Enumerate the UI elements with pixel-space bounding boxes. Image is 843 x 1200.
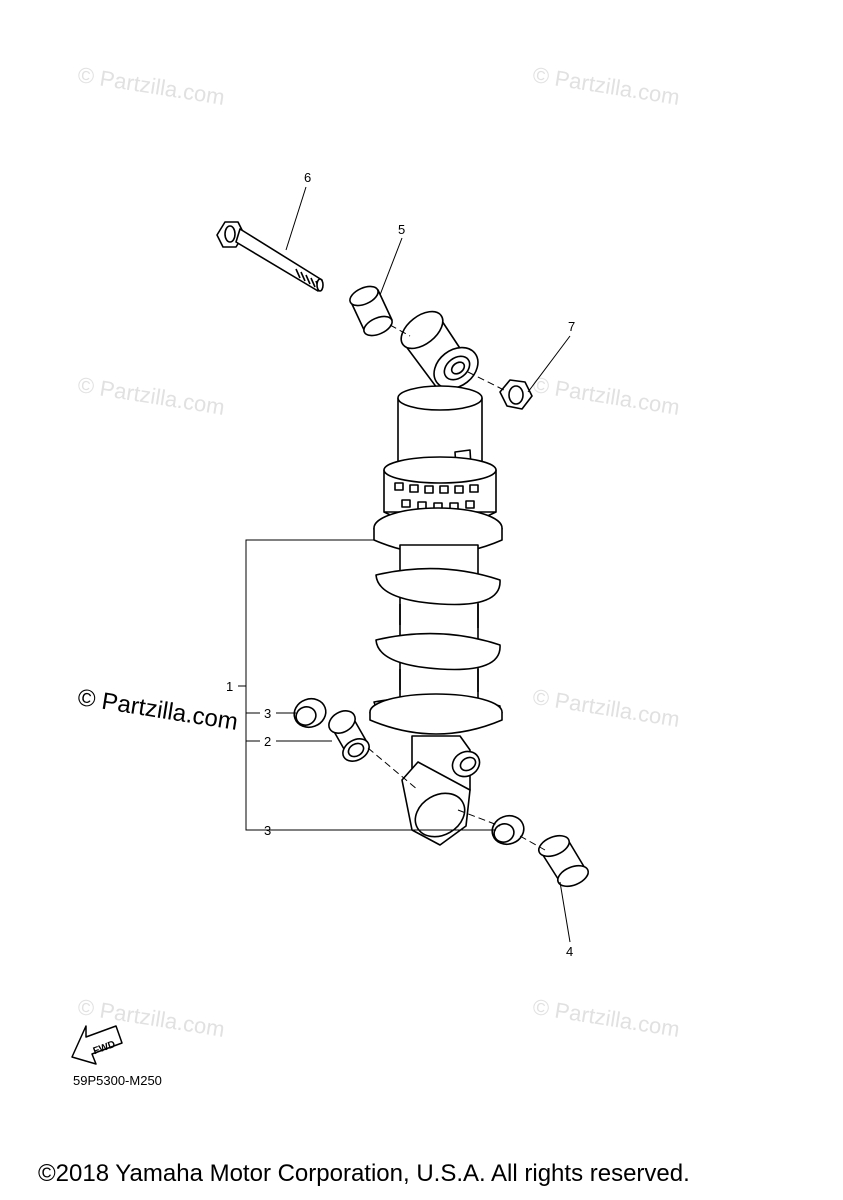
lower-collar-part — [537, 834, 590, 888]
callout-5: 5 — [398, 222, 405, 237]
callout-4: 4 — [566, 944, 573, 959]
preload-collar — [383, 456, 497, 527]
assembly-axis-lines — [367, 324, 546, 851]
oil-seal-lower — [491, 814, 525, 846]
diagram-reference-code: 59P5300-M250 — [73, 1073, 162, 1088]
callout-6: 6 — [304, 170, 311, 185]
lower-clevis — [401, 735, 481, 846]
lower-spring-seat — [369, 693, 503, 735]
callout-2: 2 — [264, 734, 271, 749]
oil-seal-upper — [293, 697, 327, 729]
callout-3-lower: 3 — [264, 823, 271, 838]
needle-bearing — [328, 710, 370, 762]
nut-part — [499, 379, 533, 410]
flange-bolt-part — [216, 221, 324, 292]
top-collar-part — [349, 285, 393, 337]
forward-arrow-icon: FWD — [71, 1025, 123, 1065]
callout-1: 1 — [226, 679, 233, 694]
copyright-notice: ©2018 Yamaha Motor Corporation, U.S.A. A… — [38, 1160, 690, 1187]
callout-7: 7 — [568, 319, 575, 334]
upper-mount-eye — [400, 310, 479, 393]
callout-3-upper: 3 — [264, 706, 271, 721]
leader-lines — [238, 186, 571, 943]
